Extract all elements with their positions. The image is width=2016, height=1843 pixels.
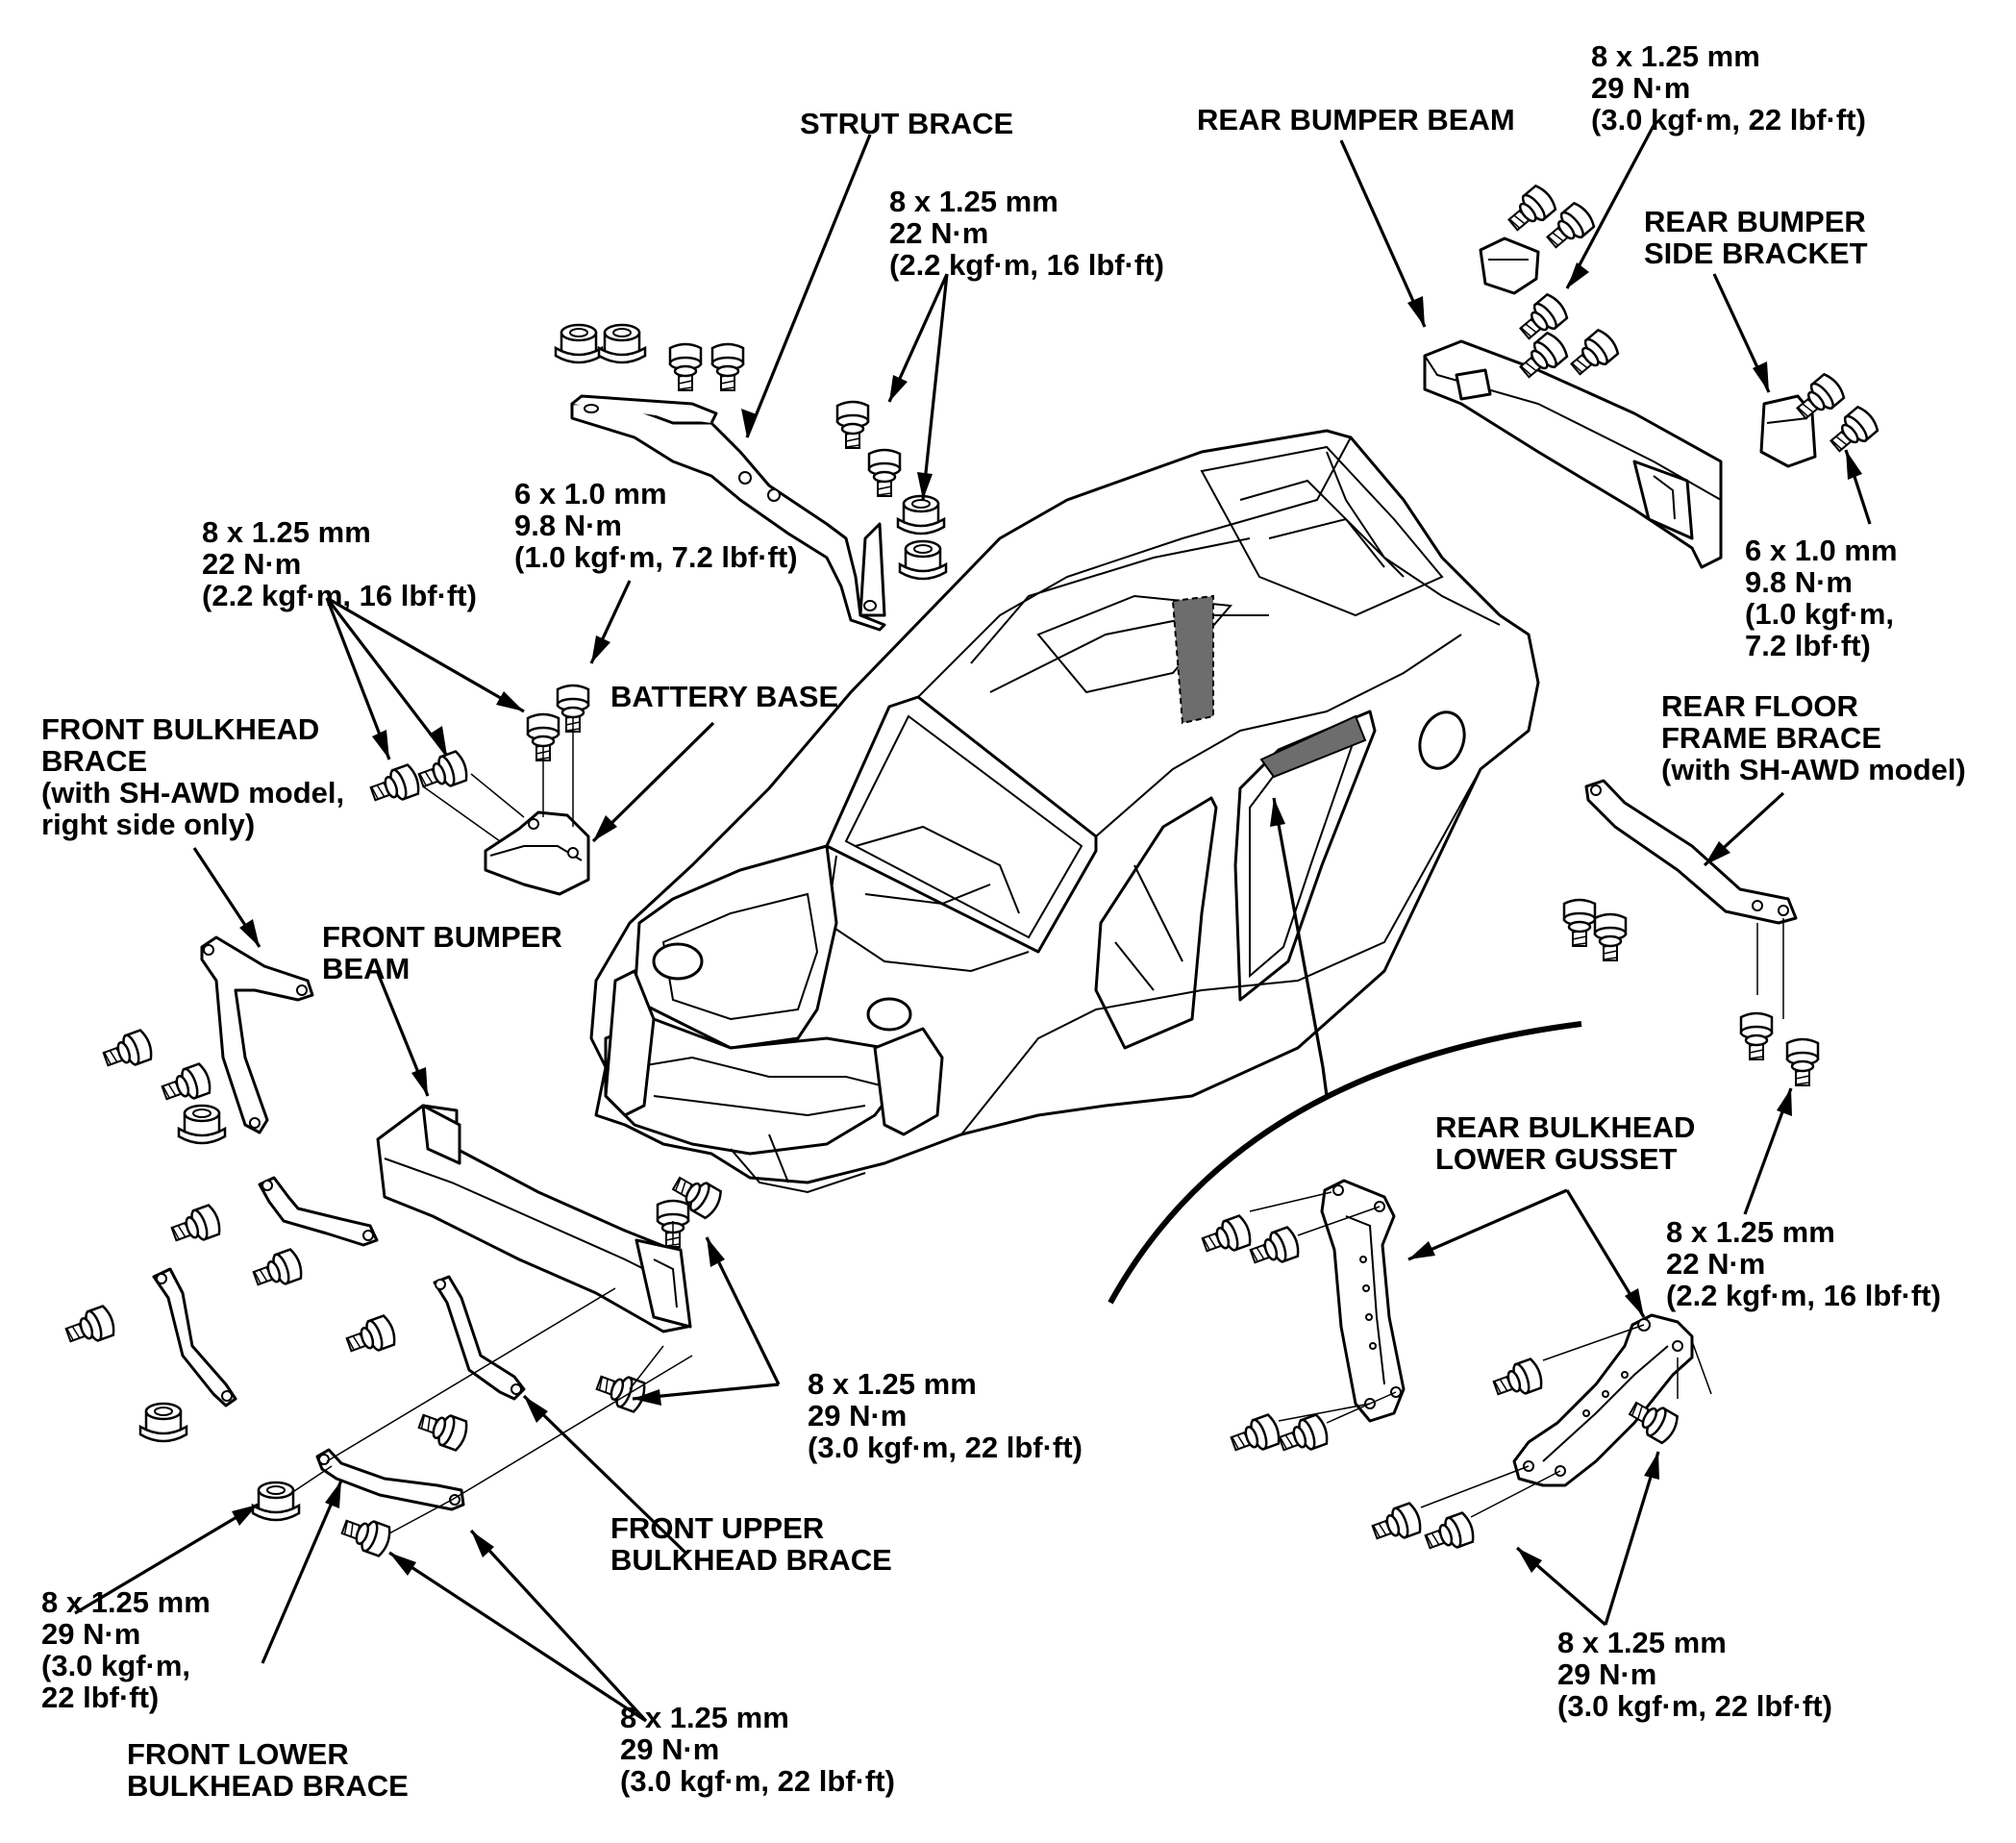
front-bulkhead-brace-part [200, 935, 314, 1134]
front-upper-brace-fasteners [342, 1312, 471, 1454]
label-rear-bumper-beam: REAR BUMPER BEAM [1197, 103, 1515, 137]
front-lower-guide-lines [287, 1287, 693, 1534]
front-lower-bulkhead-brace-part [315, 1448, 465, 1511]
battery-base-bolts [366, 684, 590, 809]
bumper-guide-lines [629, 1221, 674, 1390]
battery-base-part [484, 810, 590, 896]
rear-floor-frame-brace-part [1584, 779, 1798, 925]
label-strut-brace: STRUT BRACE [800, 107, 1014, 140]
detail-arc [1108, 1021, 1582, 1305]
rear-floor-brace-bolts [1562, 898, 1820, 1087]
leader-arrows [74, 119, 1872, 1723]
car-body-shell [589, 429, 1540, 1194]
front-upper-bulkhead-brace-part [433, 1275, 526, 1401]
gusset-guide-lines [1249, 1191, 1712, 1518]
front-lower-left-brace [152, 1267, 237, 1407]
front-bumper-beam-part [376, 1104, 692, 1333]
strut-brace-part [570, 394, 886, 632]
front-upper-bulkhead-brace-small [258, 1176, 379, 1247]
rear-bumper-top-bracket [1479, 237, 1540, 295]
label-battery-base: BATTERY BASE [610, 680, 839, 713]
rear-bumper-beam-part [1423, 339, 1723, 569]
front-bulkhead-brace-fasteners [99, 1027, 227, 1145]
rear-bulkhead-lower-gusset-left [1320, 1179, 1406, 1423]
floor-brace-guide-lines [1756, 918, 1784, 1019]
rear-bulkhead-lower-gusset-right [1512, 1313, 1694, 1487]
battery-guide-lines [422, 716, 574, 842]
